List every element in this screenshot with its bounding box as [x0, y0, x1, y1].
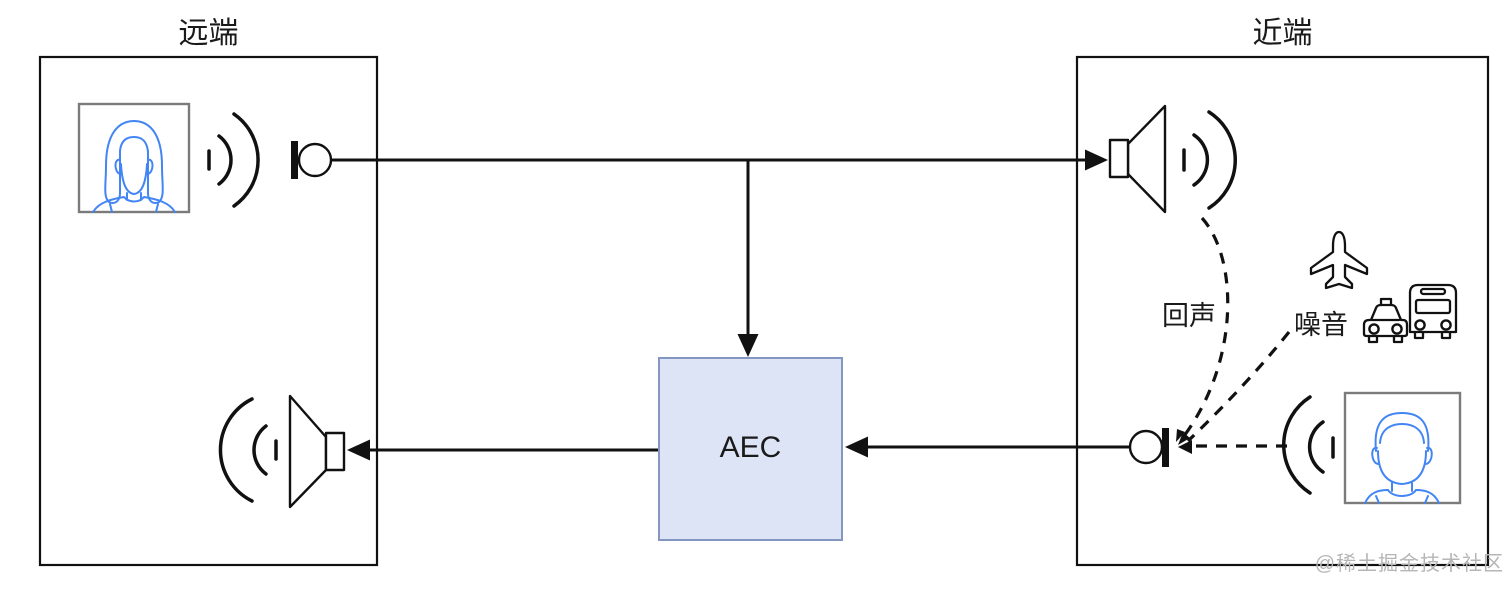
- speaker-icon: [1108, 104, 1167, 214]
- taxi-icon: [1362, 297, 1409, 344]
- arrowhead-right: [1085, 149, 1108, 171]
- noise-label: 噪音: [1294, 310, 1348, 340]
- bus-icon: [1408, 283, 1458, 340]
- sound-waves-icon: [207, 112, 260, 208]
- reference-branch-line: [737, 161, 759, 357]
- watermark: @稀土掘金技术社区: [1314, 553, 1504, 575]
- aec-block: [658, 357, 843, 541]
- airplane-icon: [1309, 230, 1369, 290]
- arrowhead-left: [845, 436, 868, 458]
- avatar-frame: [1343, 391, 1462, 505]
- man-avatar-icon: [1364, 412, 1440, 504]
- aec-label: AEC: [719, 431, 782, 464]
- microphone-icon: [291, 141, 333, 179]
- dashed-arrowhead: [1176, 429, 1185, 442]
- arrowhead-left: [347, 439, 370, 461]
- echo-label: 回声: [1162, 301, 1216, 331]
- echo-dashed-path: [1176, 216, 1230, 442]
- sound-waves-icon: [1182, 110, 1237, 210]
- dashed-arrowhead: [1178, 440, 1192, 454]
- speech-dashed-path: [1178, 440, 1287, 454]
- dashed-arrowhead: [1178, 432, 1190, 445]
- woman-avatar-icon: [92, 120, 176, 213]
- sound-waves-icon: [218, 397, 278, 503]
- speaker-icon: [288, 394, 346, 509]
- far-end-title: 远端: [178, 17, 239, 50]
- aec-to-speaker-line: [347, 439, 659, 461]
- arrowhead-down: [737, 334, 759, 357]
- mic-to-aec-line: [845, 436, 1130, 458]
- microphone-icon: [1128, 428, 1169, 467]
- near-end-title: 近端: [1252, 17, 1313, 50]
- sound-waves-icon: [1282, 395, 1335, 495]
- noise-dashed-path: [1178, 330, 1291, 445]
- far-to-near-signal-line: [332, 149, 1108, 171]
